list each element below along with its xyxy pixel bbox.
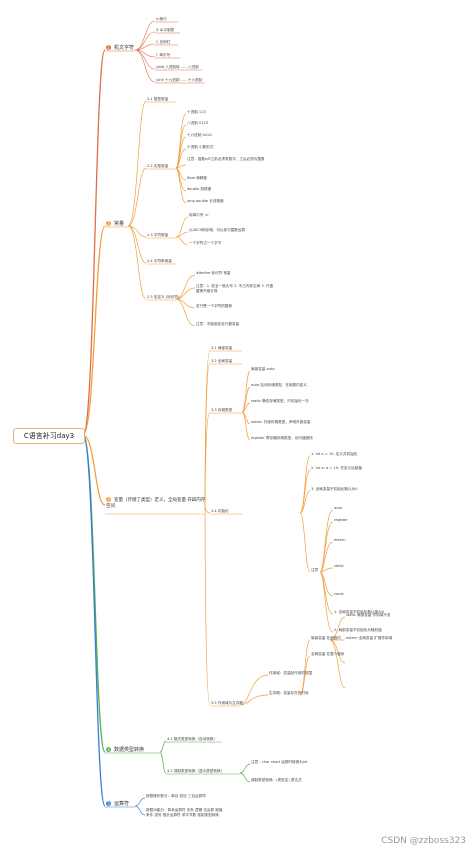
local-var-node[interactable]: 3.1 局部变量 [211,346,233,350]
storage-detail[interactable]: register 寄存器存储类型，访问速度快 [251,436,313,440]
detail-node[interactable]: 用单引号 'a' [189,213,209,217]
real-const-node[interactable]: 2.2 实型常量 [147,164,169,168]
branch-label: 变量（存储了类型）定义，全局变量 开辟内存空间 [106,498,206,509]
escape-node[interactable]: \\ 反斜杠 [156,40,171,44]
root-node[interactable]: C语言补习day3 [13,428,85,444]
branch-number-badge: 1 [106,45,111,50]
init-detail[interactable]: 1. int a = 10; 定义并初始化 [311,452,358,456]
detail-node[interactable]: 十进制 小数形式 [187,145,214,149]
init-detail[interactable]: const [334,592,344,596]
escape-node[interactable]: \' 单引号 [156,53,171,57]
init-detail[interactable]: auto [334,506,343,510]
detail-node[interactable]: 十进制 123 [187,110,206,114]
str-const-node[interactable]: 2.4 字符串常量 [147,259,172,263]
escape-node[interactable]: \n换行 [156,17,167,21]
branch-label: 机文字符 [114,45,135,51]
detail-node[interactable]: #define 标识符 常量 [196,271,231,275]
detail-node[interactable]: 宏只是一个字符的替换 [196,304,232,308]
scope-detail[interactable]: 作用域：变量起作用的范围 [269,671,313,675]
escape-node[interactable]: \xhh 十六进制 ……十六进制 [156,78,203,82]
storage-type-node[interactable]: 3.3 存储类型 [211,408,233,412]
init-detail[interactable]: 3. 全局变量不初始化默认为0 [311,487,358,491]
detail-node[interactable]: 注意：1. 宏名一般大写 2. 不占内存空间 3. 只做替换不做计算 [196,284,274,293]
init-note[interactable]: 注意 [311,568,319,572]
implicit-conv-node[interactable]: 4.1 隐式类型转换（自动转换） [167,737,217,741]
storage-detail[interactable]: auto 自动存储类型，在函数内定义 [251,383,307,387]
char-const-node[interactable]: 2.3 字符常量 [147,233,169,237]
init-detail[interactable]: 2. 局部变量不初始化为随机值 [334,628,382,632]
escape-node[interactable]: \ddd 八进制转 ……八进制 [156,65,199,69]
operator-detail[interactable]: 按照操作数分：单目 双目 三目运算符 [146,794,206,798]
scope-node[interactable]: 3.5 作用域与生存期 [211,701,244,705]
init-detail[interactable]: register [334,518,348,522]
scope-detail[interactable]: 生存期：变量存在的时间 [269,691,309,695]
branch-number-badge: 2 [106,221,111,226]
conv-detail[interactable]: 强制类型转换：(类型名) 表达式 [251,778,302,782]
scope-detail[interactable]: static 局部变量 作用域不变 [346,613,391,617]
detail-node[interactable]: 一个字符占一个字节 [189,241,222,245]
explicit-conv-node[interactable]: 4.2 强制类型转换（显示类型转换） [167,769,225,773]
detail-node[interactable]: 以ASCII码存储，可以参与整数运算 [189,228,246,232]
storage-detail[interactable]: extern 外部存储类型，声明外部变量 [251,420,311,424]
conv-detail[interactable]: 注意：char short 运算时转换为int [251,760,308,764]
init-node[interactable]: 3.4 初始化 [211,509,229,513]
detail-node[interactable]: float 单精度 [187,176,207,180]
detail-node[interactable]: long double 长双精度 [187,199,224,203]
scope-detail[interactable]: extern 全局变量 扩展作用域 [346,636,393,640]
branch-label: 运算符 [114,801,130,807]
watermark: CSDN @zzboss323 [381,836,466,846]
scope-detail[interactable]: 全局变量 在整个程序 [311,652,345,656]
detail-node[interactable]: 注意：不能用宏名代替变量 [196,322,240,326]
detail-node[interactable]: 八进制 0123 [187,121,209,125]
macro-node[interactable]: 2.5 宏定义 (标识符) [147,295,180,299]
branch-number-badge: 3 [106,497,111,502]
branch-label: 数据类型转换 [114,747,145,753]
init-detail[interactable]: static [334,564,344,568]
detail-node[interactable]: 十六进制 0x1A [187,133,212,137]
int-const-node[interactable]: 2.1 整型常量 [147,97,169,101]
global-var-node[interactable]: 3.2 全局变量 [211,359,233,363]
init-detail[interactable]: 1. 全局变量不初始化默认值为0 [334,610,384,614]
scope-detail[interactable]: 局部变量 在函数内 [311,636,341,640]
detail-node[interactable]: double 双精度 [187,187,212,191]
storage-detail[interactable]: static 静态存储类型，只初始化一次 [251,399,309,403]
detail-node[interactable]: 注意：指数e/E之前必须有数字，之后必须为整数 [187,157,265,161]
operator-detail[interactable]: 按照功能分：算术运算符 关系 逻辑 位运算 赋值 条件 逗号 指针运算符 求字节… [146,808,223,817]
init-detail[interactable]: 2. int a; a = 10; 先定义后赋值 [311,466,362,470]
storage-detail[interactable]: 局部变量 auto [251,367,275,371]
branch-label: 常量 [114,221,125,227]
branch-number-badge: 5 [106,801,111,806]
init-detail[interactable]: extern [334,538,346,542]
branch-number-badge: 4 [106,747,111,752]
escape-node[interactable]: \t 水平制表 [156,28,175,32]
